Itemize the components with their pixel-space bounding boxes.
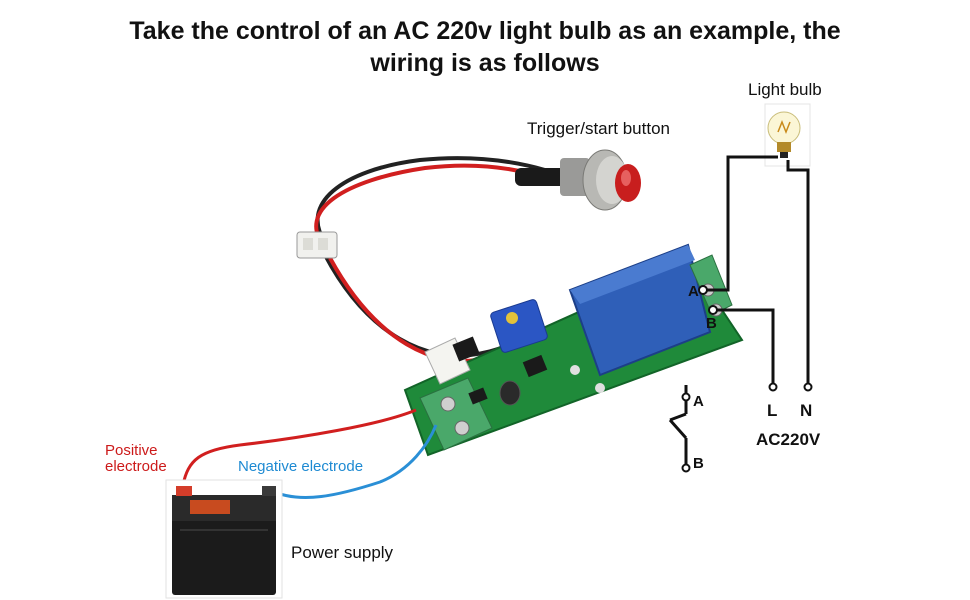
terminal-l-dot bbox=[768, 382, 778, 392]
positive-wire bbox=[181, 408, 417, 486]
terminal-b-label: B bbox=[706, 315, 717, 332]
terminal-a-dot bbox=[698, 285, 708, 295]
neutral-label: N bbox=[800, 401, 813, 420]
battery-icon bbox=[165, 479, 283, 599]
switch-icon bbox=[668, 385, 691, 473]
relay-board-icon bbox=[403, 243, 744, 457]
negative-electrode-label: Negative electrode bbox=[238, 458, 364, 475]
page-title-line2: wiring is as follows bbox=[370, 49, 600, 77]
power-supply-label: Power supply bbox=[291, 543, 394, 562]
trigger-button-label: Trigger/start button bbox=[527, 119, 670, 138]
jst-connector bbox=[296, 231, 338, 259]
ac-wiring bbox=[703, 155, 810, 385]
switch-a-label: A bbox=[693, 393, 704, 410]
terminal-b-dot bbox=[708, 305, 718, 315]
page-title: Take the control of an AC 220v light bul… bbox=[129, 17, 841, 45]
light-bulb-label: Light bulb bbox=[748, 80, 822, 99]
negative-wire bbox=[269, 424, 438, 500]
terminal-n-dot bbox=[803, 382, 813, 392]
positive-electrode-label-line2: electrode bbox=[105, 458, 167, 475]
voltage-label: AC220V bbox=[756, 430, 821, 449]
live-label: L bbox=[767, 401, 778, 420]
terminal-a-label: A bbox=[688, 283, 699, 300]
switch-b-label: B bbox=[693, 455, 704, 472]
push-button-icon bbox=[515, 149, 641, 211]
positive-electrode-label: Positive bbox=[105, 442, 158, 459]
